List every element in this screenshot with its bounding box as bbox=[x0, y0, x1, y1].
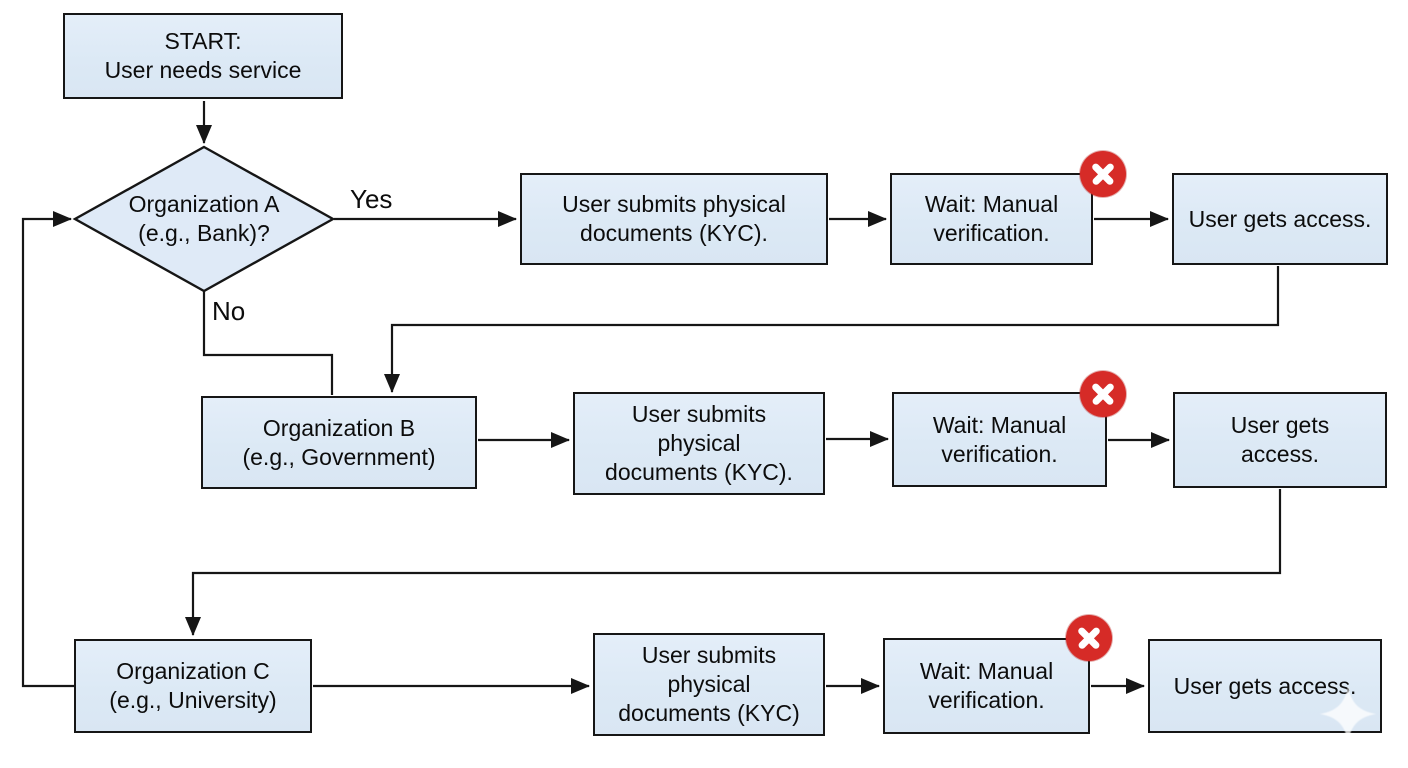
wait-verification-row2: Wait: Manual verification. bbox=[892, 392, 1107, 487]
process-line: Wait: Manual bbox=[924, 191, 1059, 218]
process-line: (e.g., University) bbox=[109, 687, 277, 713]
process-line: physical bbox=[657, 430, 741, 457]
process-line: access. bbox=[1241, 441, 1319, 467]
decision-line: (e.g., Bank)? bbox=[138, 220, 270, 246]
process-line: (e.g., Government) bbox=[242, 443, 436, 470]
process-line: Wait: Manual bbox=[919, 658, 1054, 685]
process-line: verification. bbox=[928, 687, 1045, 713]
error-badge-row1 bbox=[1080, 151, 1126, 197]
error-badge-row2 bbox=[1080, 371, 1126, 417]
org-c-node: Organization C (e.g., University) bbox=[74, 639, 312, 733]
process-line: User gets access. bbox=[1188, 205, 1372, 232]
process-line: verification. bbox=[933, 220, 1050, 246]
access-node-row2: User gets access. bbox=[1173, 392, 1387, 488]
process-line: documents (KYC) bbox=[618, 699, 800, 726]
process-kyc-row1: User submits physical documents (KYC). bbox=[520, 173, 828, 265]
edge-label-yes: Yes bbox=[350, 184, 393, 214]
sparkle-icon bbox=[1320, 686, 1376, 742]
decision-line: Organization A bbox=[128, 191, 280, 218]
edge-orgc-loop-to-decision bbox=[21, 211, 74, 688]
process-line: verification. bbox=[941, 440, 1058, 467]
edge-access1-to-orgb bbox=[384, 266, 1280, 393]
process-kyc-row3: User submits physical documents (KYC) bbox=[593, 633, 825, 736]
org-b-node: Organization B (e.g., Government) bbox=[201, 396, 477, 489]
start-node-line: User needs service bbox=[104, 57, 302, 83]
wait-verification-row3: Wait: Manual verification. bbox=[883, 638, 1090, 734]
process-kyc-row2: User submits physical documents (KYC). bbox=[573, 392, 825, 495]
process-line: User submits bbox=[641, 642, 777, 669]
edge-decision-no-to-orgb bbox=[202, 291, 334, 395]
start-node: START: User needs service bbox=[63, 13, 343, 99]
process-line: documents (KYC). bbox=[605, 458, 793, 485]
edge-label-no: No bbox=[212, 296, 246, 326]
process-line: User submits physical bbox=[562, 191, 786, 218]
edge-access2-to-orgc bbox=[185, 489, 1282, 636]
error-badge-row3 bbox=[1066, 615, 1112, 661]
start-node-line: START: bbox=[164, 28, 242, 55]
decision-org-a-label: Organization A (e.g., Bank)? bbox=[92, 188, 316, 250]
process-line: User submits bbox=[631, 401, 767, 428]
process-line: Wait: Manual bbox=[932, 411, 1067, 438]
process-line: physical bbox=[667, 671, 751, 698]
wait-verification-row1: Wait: Manual verification. bbox=[890, 173, 1093, 265]
process-line: User gets bbox=[1230, 412, 1330, 439]
process-line: Organization B bbox=[262, 414, 416, 441]
access-node-row1: User gets access. bbox=[1172, 173, 1388, 265]
process-line: Organization C bbox=[116, 658, 270, 685]
process-line: User gets access. bbox=[1173, 672, 1357, 699]
process-line: documents (KYC). bbox=[580, 220, 768, 246]
